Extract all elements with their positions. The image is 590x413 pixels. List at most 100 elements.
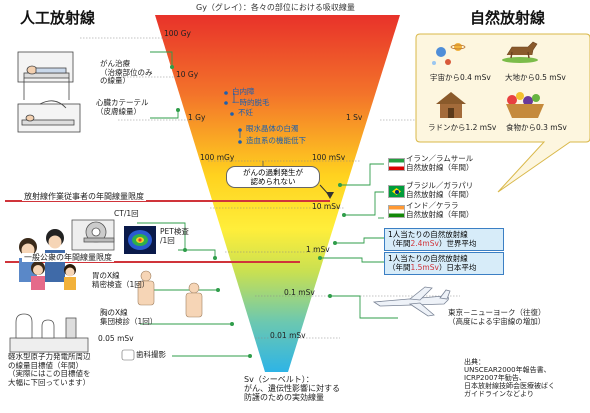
stomach-line1: 胃のX線 bbox=[92, 271, 120, 280]
level-0-05-msv: 0.05 mSv bbox=[98, 334, 134, 343]
ct-label: CT/1回 bbox=[114, 209, 139, 218]
stomach-xray-label: 胃のX線 精密検査（1回） bbox=[92, 271, 150, 289]
xray-torso-back-icon bbox=[185, 282, 203, 318]
india-line2: 自然放射線（年間） bbox=[406, 209, 474, 219]
source-line2: UNSCEAR2000年報告書、 bbox=[464, 366, 551, 375]
japan-average-line2: （年間1.5mSv）日本平均 bbox=[388, 263, 500, 272]
sievert-note-line3: 防護のための実効線量 bbox=[244, 393, 324, 403]
level-100-gy: 100 Gy bbox=[164, 29, 191, 38]
brazil-line2: 自然放射線（年間） bbox=[406, 189, 474, 199]
source-line1: 出典： bbox=[464, 358, 485, 366]
chest-line1: 胸のX線 bbox=[100, 308, 128, 317]
level-1-msv: 1 mSv bbox=[306, 245, 330, 254]
catheter-line1: 心臓カテーテル bbox=[96, 98, 149, 107]
iran-label: イラン／ラムサール 自然放射線（年間） bbox=[406, 154, 474, 172]
effect-infertility: 不妊 bbox=[238, 108, 253, 117]
world-average-box: 1人当たりの自然放射線 （年間2.4mSv）世界平均 bbox=[384, 228, 504, 251]
level-10-msv: 10 mSv bbox=[312, 202, 341, 211]
ct-scanner-icon bbox=[71, 219, 115, 251]
india-label: インド／ケララ 自然放射線（年間） bbox=[406, 201, 474, 219]
hospital-bed-icon bbox=[17, 51, 74, 100]
cancer-therapy-line1: がん治療 bbox=[100, 59, 130, 68]
cancer-therapy-label: がん治療 （治療部位のみ の線量） bbox=[100, 59, 153, 86]
horse-icon bbox=[502, 41, 538, 63]
catheter-label: 心臓カテーテル （皮膚線量） bbox=[96, 98, 149, 116]
japan-average-post: ）日本平均 bbox=[438, 263, 477, 273]
level-1-sv: 1 Sv bbox=[346, 113, 363, 122]
sievert-note: Sv（シーベルト）： がん、遺伝性影響に対する 防護のための実効線量 bbox=[244, 375, 340, 403]
japan-average-box: 1人当たりの自然放射線 （年間1.5mSv）日本平均 bbox=[384, 252, 504, 275]
level-0-1-msv: 0.1 mSv bbox=[284, 288, 315, 297]
world-average-value: 2.4mSv bbox=[410, 239, 439, 249]
japan-average-line1: 1人当たりの自然放射線 bbox=[388, 254, 468, 263]
level-100-msv: 100 mSv bbox=[312, 153, 346, 162]
fruit-basket-icon bbox=[506, 92, 544, 118]
effect-cataract: 白内障 bbox=[232, 87, 255, 96]
chest-line2: 集団検診（1回） bbox=[100, 316, 158, 326]
effect-lens-opacity: 眼水晶体の白濁 bbox=[246, 124, 299, 133]
flight-line1: 東京－ニューヨーク（往復） bbox=[448, 308, 546, 317]
cancer-threshold-note: がんの過剰発生が 認められない bbox=[226, 166, 320, 188]
public-limit-label: 一般公衆の年間線量限度 bbox=[22, 253, 114, 263]
airplane-icon bbox=[372, 286, 451, 317]
radon-source-label: ラドンから1.2 mSv bbox=[428, 123, 497, 132]
effect-blood: 造血系の機能低下 bbox=[246, 136, 306, 145]
cancer-therapy-line3: の線量） bbox=[100, 76, 130, 86]
world-average-line1: 1人当たりの自然放射線 bbox=[388, 230, 468, 239]
japan-average-value: 1.5mSv bbox=[410, 263, 439, 273]
world-average-pre: （年間 bbox=[388, 239, 411, 249]
level-10-gy: 10 Gy bbox=[176, 70, 199, 79]
pet-scan-icon bbox=[124, 226, 156, 254]
source-line4: 日本放射線技師会医療被ばく bbox=[464, 382, 555, 391]
dental-icon bbox=[121, 349, 135, 361]
brazil-line1: ブラジル／ガラパリ bbox=[406, 181, 474, 190]
worker-limit-label: 放射線作業従事者の年間線量限度 bbox=[22, 192, 146, 202]
world-average-post: ）世界平均 bbox=[438, 239, 477, 249]
japan-average-pre: （年間 bbox=[388, 263, 411, 273]
iran-line2: 自然放射線（年間） bbox=[406, 162, 474, 172]
artificial-radiation-heading: 人工放射線 bbox=[20, 9, 96, 27]
flight-label: 東京－ニューヨーク（往復） （高度による宇宙線の増加） bbox=[448, 308, 546, 326]
planet-icon bbox=[432, 43, 466, 65]
cancer-threshold-line2: 認められない bbox=[250, 177, 296, 186]
level-0-01-msv: 0.01 mSv bbox=[270, 331, 306, 340]
stomach-line2: 精密検査（1回） bbox=[92, 279, 150, 289]
source-citation: 出典： UNSCEAR2000年報告書、 ICRP2007年勧告、 日本放射線技… bbox=[464, 358, 555, 398]
flight-line2: （高度による宇宙線の増加） bbox=[448, 316, 546, 326]
brazil-flag-icon bbox=[388, 185, 405, 198]
reactor-line1: 軽水型原子力発電所周辺 bbox=[8, 352, 91, 361]
gray-unit-caption: Gy（グレイ）：各々の部位における吸収線量 bbox=[196, 3, 355, 12]
dental-label: 歯科撮影 bbox=[136, 350, 166, 359]
reactor-line4: 大幅に下回っています） bbox=[8, 377, 91, 387]
chest-xray-label: 胸のX線 集団検診（1回） bbox=[100, 308, 158, 326]
xray-torso-front-icon bbox=[137, 270, 155, 306]
cancer-threshold-line1: がんの過剰発生が bbox=[243, 168, 303, 177]
source-line5: ガイドラインなどより bbox=[464, 390, 534, 399]
effect-hair-loss: 一時的脱毛 bbox=[232, 98, 270, 107]
cancer-therapy-line2: （治療部位のみ bbox=[100, 67, 153, 77]
catheter-line2: （皮膚線量） bbox=[96, 106, 141, 116]
pet-line1: PET検査 bbox=[160, 227, 189, 236]
catheter-equipment-icon bbox=[17, 100, 81, 133]
reactor-line3: （実際にはこの目標値を bbox=[8, 369, 91, 379]
india-line1: インド／ケララ bbox=[406, 201, 459, 210]
food-source-label: 食物から0.3 mSv bbox=[506, 123, 567, 132]
natural-radiation-heading: 自然放射線 bbox=[470, 9, 546, 27]
power-plant-icon bbox=[9, 313, 89, 353]
brazil-label: ブラジル／ガラパリ 自然放射線（年間） bbox=[406, 181, 474, 199]
dose-funnel bbox=[155, 15, 400, 372]
sievert-note-line2: がん、遺伝性影響に対する bbox=[244, 384, 340, 394]
world-average-line2: （年間2.4mSv）世界平均 bbox=[388, 239, 500, 248]
iran-flag-icon bbox=[388, 158, 405, 171]
house-icon bbox=[436, 92, 466, 118]
reactor-line2: の線量目標値（年間） bbox=[8, 360, 83, 370]
pet-line2: /1回 bbox=[160, 235, 175, 245]
earth-source-label: 大地から0.5 mSv bbox=[505, 73, 566, 82]
reactor-label: 軽水型原子力発電所周辺 の線量目標値（年間） （実際にはこの目標値を 大幅に下回… bbox=[8, 352, 91, 388]
level-1-gy: 1 Gy bbox=[188, 113, 206, 122]
iran-line1: イラン／ラムサール bbox=[406, 154, 474, 163]
pet-label: PET検査 /1回 bbox=[160, 227, 189, 245]
india-flag-icon bbox=[388, 205, 405, 218]
